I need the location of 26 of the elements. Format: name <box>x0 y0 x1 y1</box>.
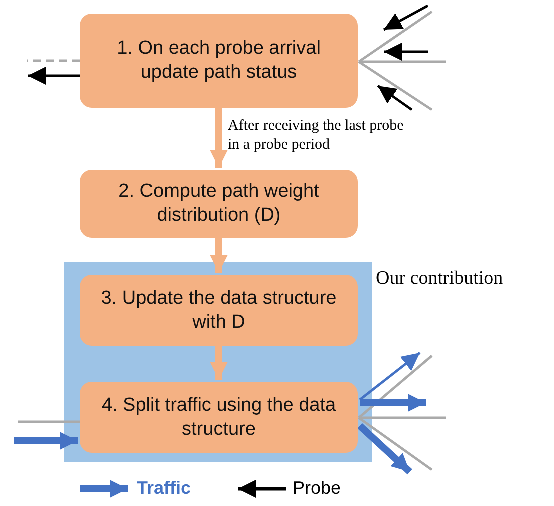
path-line <box>18 420 80 424</box>
arrow <box>210 346 228 380</box>
path-line <box>358 10 433 64</box>
legend-label: Probe <box>293 478 342 499</box>
process-box: 3. Update the data structure with D <box>80 275 358 346</box>
path-line <box>359 416 446 420</box>
arrow <box>359 352 421 401</box>
arrow <box>383 4 429 32</box>
arrow <box>377 84 413 112</box>
arrow <box>210 108 228 168</box>
path-line <box>27 60 80 62</box>
arrow <box>14 432 78 450</box>
process-box: 1. On each probe arrival update path status <box>80 14 358 108</box>
path-line <box>359 60 446 64</box>
path-line <box>358 355 433 419</box>
path-line <box>358 416 433 472</box>
path-line <box>358 60 433 112</box>
legend-label: Traffic <box>137 478 192 499</box>
process-box: 4. Split traffic using the data structure <box>80 382 358 453</box>
panel-heading: Our contribution <box>376 268 504 290</box>
arrow <box>358 423 412 475</box>
arrow <box>360 394 426 412</box>
arrow <box>28 67 80 85</box>
process-box: 2. Compute path weight distribution (D) <box>80 170 358 238</box>
arrow <box>210 238 228 273</box>
arrow <box>384 43 428 61</box>
